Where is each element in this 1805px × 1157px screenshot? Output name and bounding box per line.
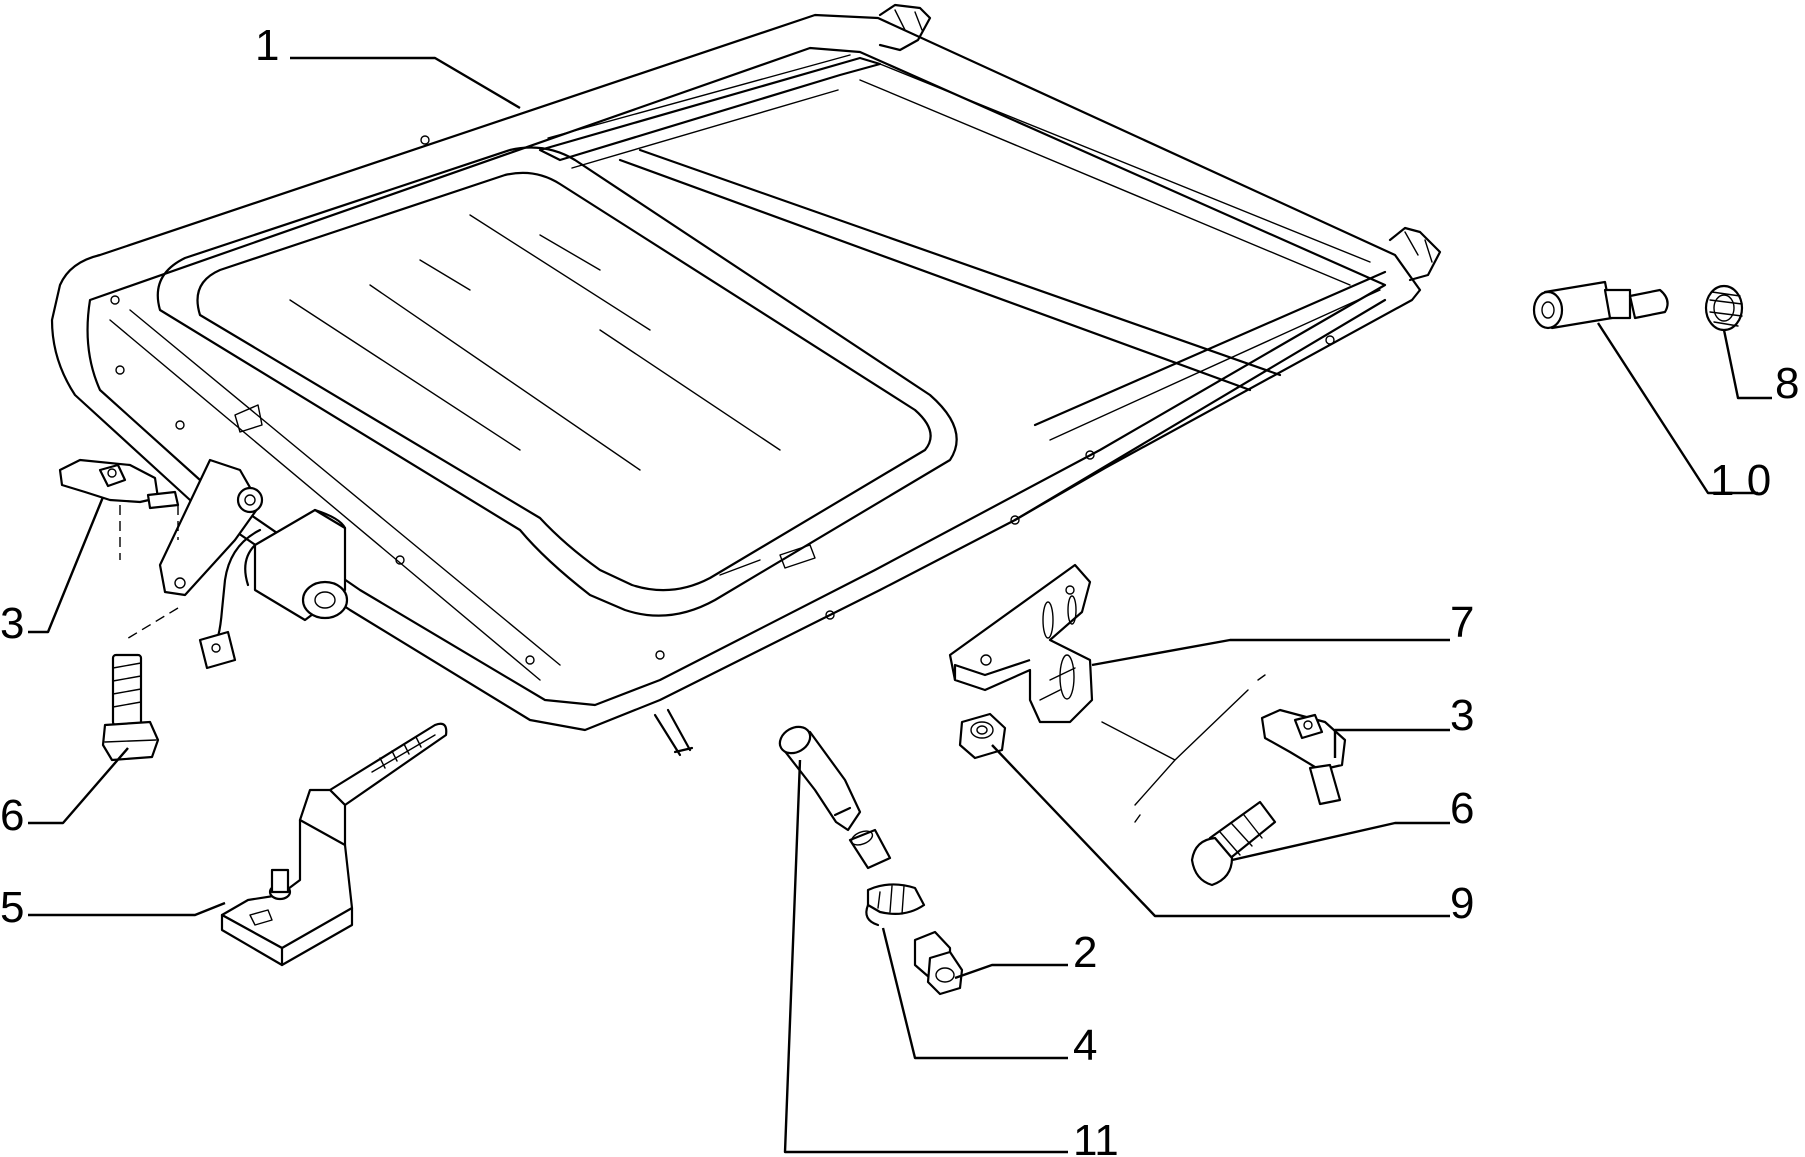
callout-2: 2: [1073, 928, 1097, 977]
callout-1: 1: [255, 21, 279, 70]
bracket: [220, 722, 448, 967]
screw-right: [1190, 800, 1277, 887]
callout-3-right: 3: [1450, 691, 1474, 740]
callout-7: 7: [1450, 598, 1474, 647]
clip-left: [58, 458, 180, 641]
screw-left: [101, 653, 160, 762]
drain-hose: [778, 725, 892, 870]
callout-6-right: 6: [1450, 784, 1474, 833]
callout-numbers: 1 3 6 5 8 1 0 7 3 6 9 2 4 11: [0, 21, 1799, 1157]
sleeve: [1532, 280, 1669, 330]
callout-11: 11: [1073, 1116, 1119, 1157]
sunroof-frame: [50, 3, 1442, 757]
callout-3-left: 3: [0, 599, 24, 648]
callout-4: 4: [1073, 1021, 1097, 1070]
sunroof-motor: [158, 458, 349, 670]
hose-clamp: [865, 883, 926, 927]
callout-6-left: 6: [0, 791, 24, 840]
drain-plug: [913, 930, 964, 996]
callout-10: 1 0: [1710, 456, 1771, 505]
callout-9: 9: [1450, 879, 1474, 928]
leader-lines: [28, 56, 1772, 1154]
hose-clamp-right: [1704, 284, 1744, 332]
hinge-bracket: [948, 563, 1094, 724]
callout-8: 8: [1775, 359, 1799, 408]
clip-right: [1101, 674, 1347, 823]
callout-5: 5: [0, 883, 24, 932]
